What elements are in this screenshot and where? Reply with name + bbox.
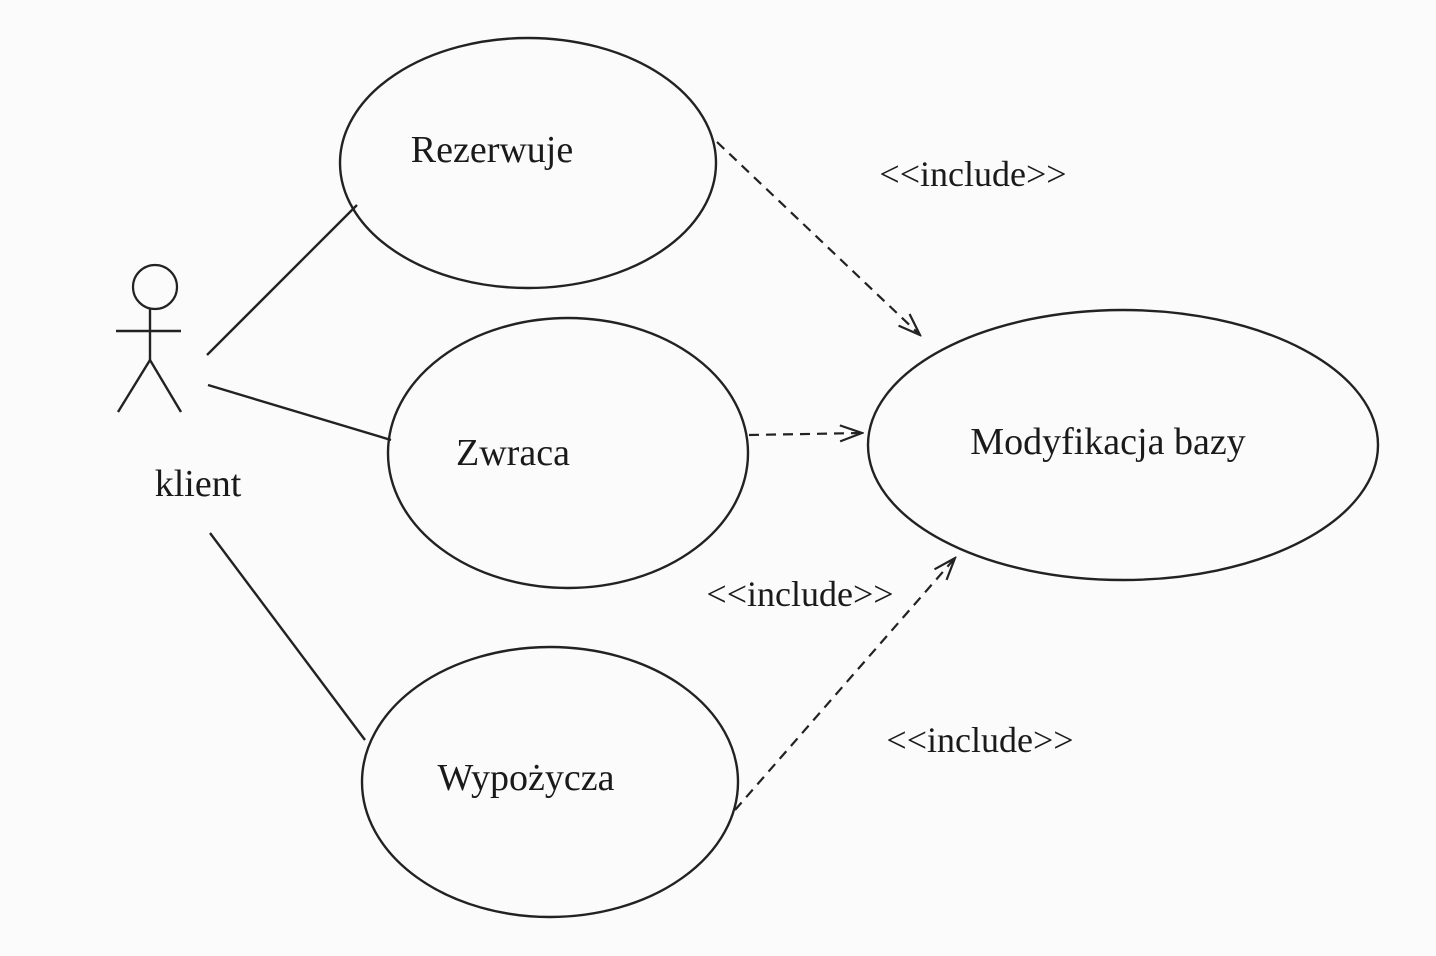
association-wypozycza	[209, 532, 366, 741]
actor-right-leg	[148, 359, 183, 413]
use-case-ellipse	[338, 36, 718, 290]
actor-label: klient	[155, 463, 242, 505]
use-case-label: Rezerwuje	[411, 129, 573, 171]
include-arrow-wypozycza	[734, 558, 955, 811]
use-case-ellipse	[360, 645, 740, 919]
include-label-zwraca: <<include>>	[706, 574, 893, 614]
use-case-ellipse	[866, 308, 1380, 582]
association-zwraca	[207, 383, 392, 442]
use-case-wypozycza: Wypożycza	[360, 645, 740, 919]
include-arrow-rezerwuje	[716, 141, 920, 335]
actor-head	[131, 263, 179, 311]
association-rezerwuje	[206, 204, 358, 356]
include-arrow-zwraca	[748, 433, 862, 435]
use-case-label: Wypożycza	[437, 757, 614, 799]
include-label-wypozycza: <<include>>	[886, 720, 1073, 760]
use-case-label: Zwraca	[456, 432, 570, 474]
use-case-label: Modyfikacja bazy	[970, 421, 1245, 463]
use-case-modyfikacja-bazy: Modyfikacja bazy	[866, 308, 1380, 582]
use-case-ellipse	[386, 316, 750, 590]
actor-klient: klient	[116, 263, 242, 505]
include-label-rezerwuje: <<include>>	[879, 154, 1066, 194]
use-case-zwraca: Zwraca	[386, 316, 750, 590]
use-case-rezerwuje: Rezerwuje	[338, 36, 718, 290]
actor-left-leg	[116, 359, 152, 413]
